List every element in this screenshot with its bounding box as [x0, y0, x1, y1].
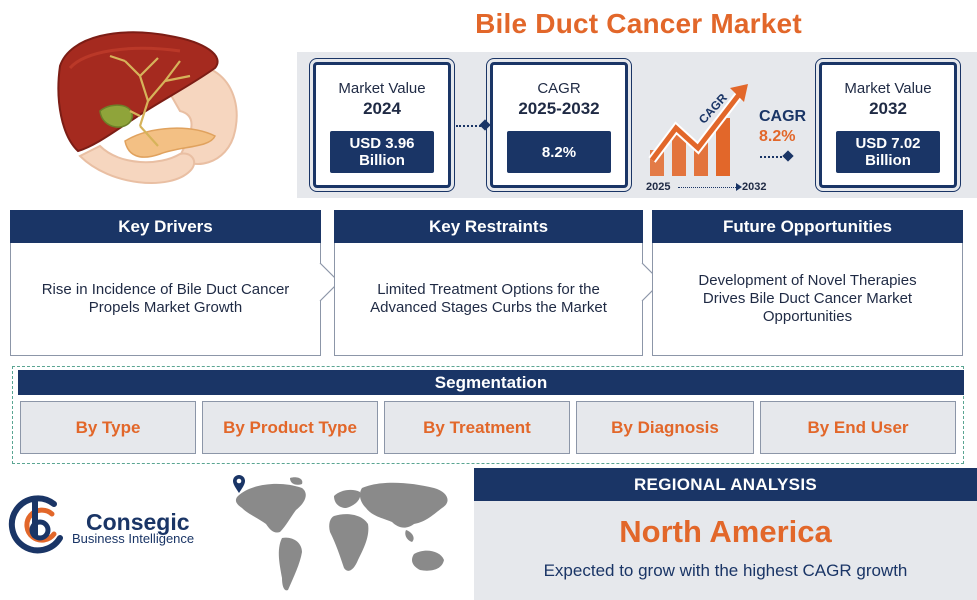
market-value-2024-card: Market Value 2024 USD 3.96 Billion: [309, 58, 455, 192]
growth-side-value: 8.2%: [759, 128, 796, 145]
segment-by-product-type: By Product Type: [202, 401, 378, 454]
region-name: North America: [619, 514, 832, 549]
regional-analysis-panel: [474, 501, 977, 600]
consegic-logo-mark: [8, 495, 63, 554]
start-year-label: 2025: [646, 181, 671, 193]
cagr-value: 8.2%: [507, 131, 611, 173]
region-note: Expected to grow with the highest CAGR g…: [543, 561, 908, 580]
segment-by-type: By Type: [20, 401, 196, 454]
timeline-arrowhead: [736, 183, 742, 191]
cagr-caption: CAGR 2025-2032: [493, 79, 625, 120]
future-opportunities-column: Future Opportunities Development of Nove…: [652, 210, 963, 356]
segment-by-treatment: By Treatment: [384, 401, 570, 454]
growth-side-text: CAGR 8.2%: [759, 108, 806, 146]
future-opportunities-heading: Future Opportunities: [652, 210, 963, 243]
market-value-2024-value: USD 3.96 Billion: [330, 131, 434, 173]
segmentation-panel: [12, 366, 964, 464]
market-value-2032-caption: Market Value 2032: [822, 79, 954, 120]
key-drivers-column: Key Drivers Rise in Incidence of Bile Du…: [10, 210, 321, 356]
segment-by-end-user: By End User: [760, 401, 956, 454]
key-restraints-column: Key Restraints Limited Treatment Options…: [334, 210, 643, 356]
future-opportunities-text: Development of Novel Therapies Drives Bi…: [652, 243, 963, 356]
growth-connector-line: [760, 156, 786, 158]
segmentation-heading: Segmentation: [18, 370, 964, 395]
caption-label: Market Value: [844, 80, 932, 97]
world-map-icon: [235, 477, 448, 591]
key-drivers-text: Rise in Incidence of Bile Duct Cancer Pr…: [10, 243, 321, 356]
page-title: Bile Duct Cancer Market: [475, 8, 802, 39]
caption-label: Market Value: [338, 80, 426, 97]
market-value-2032-card: Market Value 2032 USD 7.02 Billion: [815, 58, 961, 192]
segment-by-diagnosis: By Diagnosis: [576, 401, 754, 454]
connector-line: [456, 125, 484, 127]
caption-label: CAGR: [537, 80, 581, 97]
timeline-line: [678, 187, 738, 188]
caption-period: 2025-2032: [518, 99, 600, 118]
logo-name: Consegic: [86, 509, 190, 535]
caption-year: 2032: [869, 99, 907, 118]
regional-analysis-heading: REGIONAL ANALYSIS: [474, 468, 977, 501]
end-year-label: 2032: [742, 181, 767, 193]
logo-tagline: Business Intelligence: [72, 531, 195, 546]
market-value-2032-value: USD 7.02 Billion: [836, 131, 940, 173]
liver-gallbladder-illustration: [57, 31, 238, 184]
key-drivers-heading: Key Drivers: [10, 210, 321, 243]
growth-side-label: CAGR: [759, 108, 807, 125]
caption-year: 2024: [363, 99, 401, 118]
key-restraints-text: Limited Treatment Options for the Advanc…: [334, 243, 643, 356]
growth-bar-chart-icon: CAGR: [648, 84, 748, 176]
map-pin-icon: [233, 475, 245, 493]
cagr-card: CAGR 2025-2032 8.2%: [486, 58, 632, 192]
key-restraints-heading: Key Restraints: [334, 210, 643, 243]
market-value-2024-caption: Market Value 2024: [316, 79, 448, 120]
